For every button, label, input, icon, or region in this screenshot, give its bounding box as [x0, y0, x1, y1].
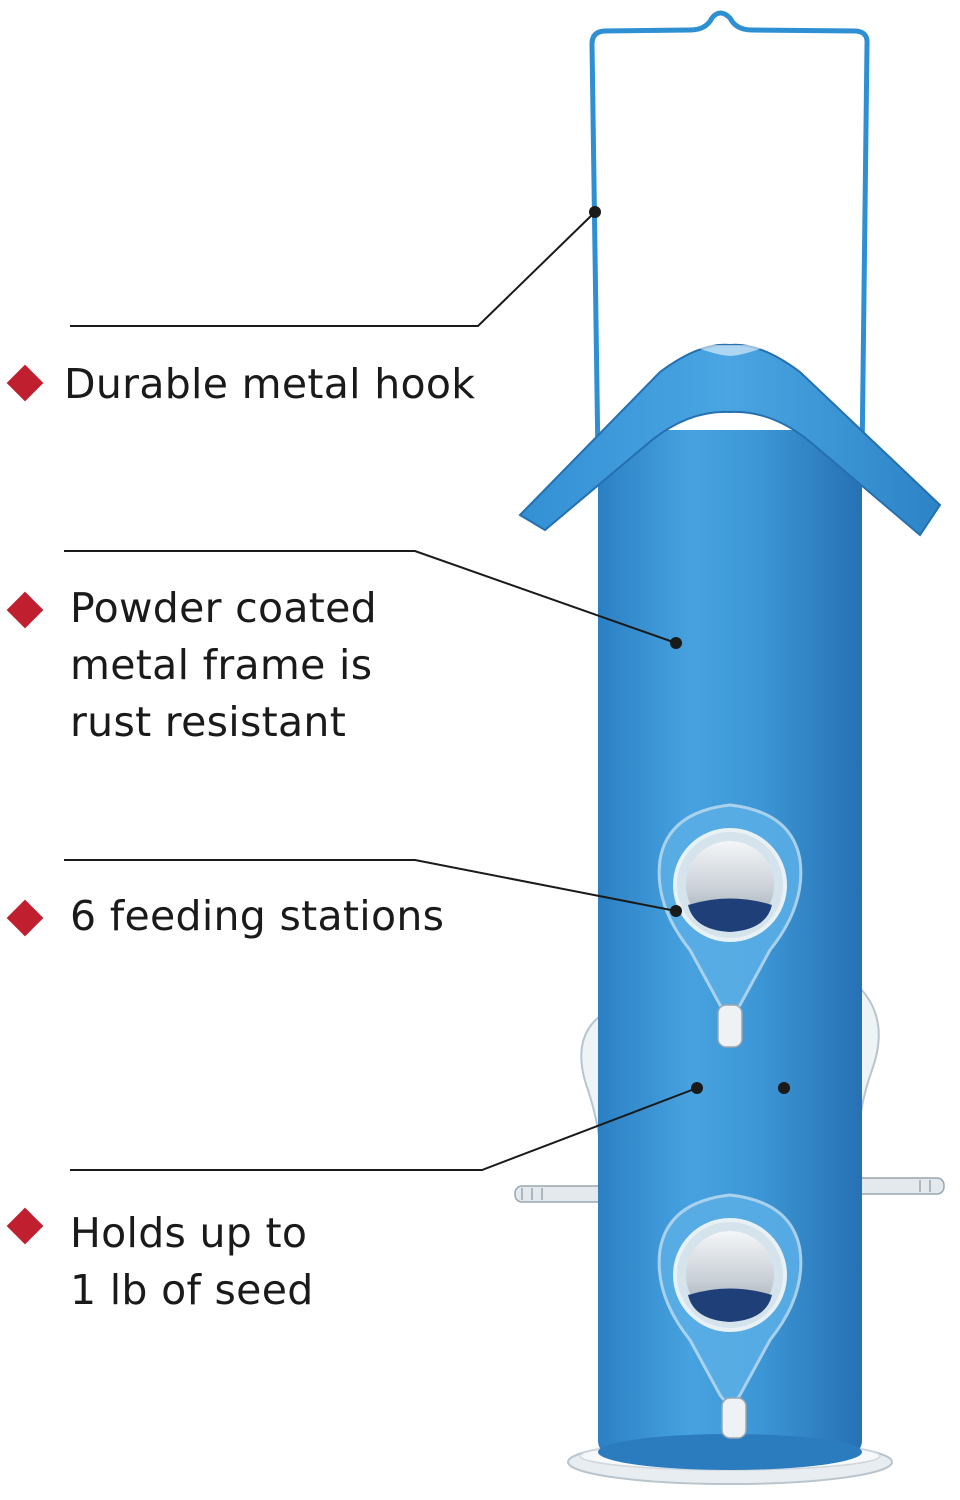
leader-capacity [70, 1082, 790, 1171]
feature-stations-line: 6 feeding stations [70, 892, 445, 940]
feature-frame-line: rust resistant [70, 698, 347, 746]
leader-frame [64, 550, 682, 649]
perch-left [514, 1185, 606, 1203]
feature-frame-line: Powder coated [70, 584, 377, 632]
feature-stations-label: 6 feeding stations [70, 888, 444, 945]
perch-right [851, 1177, 945, 1195]
feature-capacity-line: 1 lb of seed [70, 1266, 314, 1314]
feeding-port-upper [657, 803, 803, 1048]
feature-capacity-label: Holds up to 1 lb of seed [70, 1205, 314, 1319]
leader-hook [70, 206, 601, 327]
feeding-port-lower [657, 1193, 803, 1439]
leader-stations [64, 859, 682, 917]
feature-hook-label: Durable metal hook [64, 356, 475, 413]
feature-capacity-line: Holds up to [70, 1209, 308, 1257]
hanging-hook [589, 10, 870, 461]
feature-frame-label: Powder coated metal frame is rust resist… [70, 580, 377, 751]
feature-frame-line: metal frame is [70, 641, 373, 689]
feature-hook-line: Durable metal hook [64, 360, 476, 408]
